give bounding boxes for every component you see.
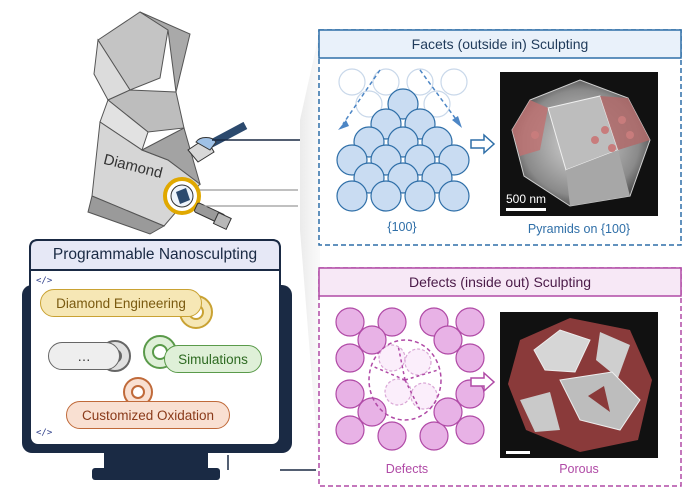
projection-beam bbox=[300, 30, 320, 480]
lattice-atom bbox=[404, 180, 436, 212]
lattice-atom bbox=[455, 307, 485, 337]
lattice-atom bbox=[433, 325, 463, 355]
facets-panel-title: Facets (outside in) Sculpting bbox=[411, 36, 589, 52]
lattice-atom bbox=[387, 88, 419, 120]
scale-bar bbox=[506, 451, 530, 454]
lattice-atom-faint bbox=[406, 68, 434, 96]
lattice-vacancy bbox=[378, 344, 406, 372]
defect-lattice bbox=[335, 307, 485, 451]
sem-image-porous bbox=[508, 318, 652, 452]
facets-lattice-label: {100} bbox=[387, 220, 417, 234]
scale-bar-label: 500 nm bbox=[506, 192, 547, 206]
ellipsis-pill: … bbox=[48, 342, 120, 370]
defects-image-caption: Porous bbox=[559, 462, 599, 476]
lattice-atom bbox=[455, 415, 485, 445]
scale-bar bbox=[506, 208, 546, 211]
magnifier-icon bbox=[163, 177, 298, 231]
defects-panel-title: Defects (inside out) Sculpting bbox=[408, 274, 592, 290]
lattice-atom bbox=[335, 307, 365, 337]
lattice-atom-faint bbox=[355, 90, 383, 118]
lattice-vacancy bbox=[410, 382, 438, 410]
lattice-atom bbox=[433, 397, 463, 427]
lattice-atom bbox=[419, 421, 449, 451]
lattice-atom bbox=[357, 397, 387, 427]
lattice-atom-faint bbox=[423, 90, 451, 118]
lattice-atom bbox=[377, 421, 407, 451]
lattice-atom bbox=[377, 307, 407, 337]
lattice-atom bbox=[335, 415, 365, 445]
lattice-atom bbox=[438, 180, 470, 212]
lattice-atom bbox=[455, 379, 485, 409]
facets-image-caption: Pyramids on {100} bbox=[527, 222, 631, 236]
arrow-right-icon bbox=[470, 371, 496, 393]
code-tag-close: </> bbox=[36, 428, 53, 438]
lattice-vacancy bbox=[384, 378, 412, 406]
customized-oxidation-pill: Customized Oxidation bbox=[66, 401, 230, 429]
lattice-atom bbox=[336, 180, 368, 212]
lattice-atom-faint bbox=[372, 68, 400, 96]
gear-icon bbox=[123, 377, 153, 407]
lattice-atom-faint bbox=[338, 68, 366, 96]
diamond-engineering-pill: Diamond Engineering bbox=[40, 289, 202, 317]
arrow-right-icon bbox=[470, 133, 496, 155]
facets-panel bbox=[318, 29, 682, 246]
lattice-atom bbox=[370, 180, 402, 212]
code-tag-open: </> bbox=[36, 276, 53, 286]
monitor-title: Programmable Nanosculpting bbox=[52, 246, 258, 263]
simulations-pill: Simulations bbox=[164, 345, 262, 373]
lattice-vacancy bbox=[404, 348, 432, 376]
lattice-atom bbox=[335, 343, 365, 373]
lattice-atom-faint bbox=[440, 68, 468, 96]
lattice-atom bbox=[455, 343, 485, 373]
sem-image-pyramids bbox=[511, 79, 651, 207]
facet-lattice bbox=[336, 68, 470, 212]
defects-panel bbox=[318, 267, 682, 487]
hammer-icon bbox=[187, 121, 298, 163]
lattice-atom bbox=[357, 325, 387, 355]
lattice-atom bbox=[335, 379, 365, 409]
defects-lattice-label: Defects bbox=[385, 462, 429, 476]
